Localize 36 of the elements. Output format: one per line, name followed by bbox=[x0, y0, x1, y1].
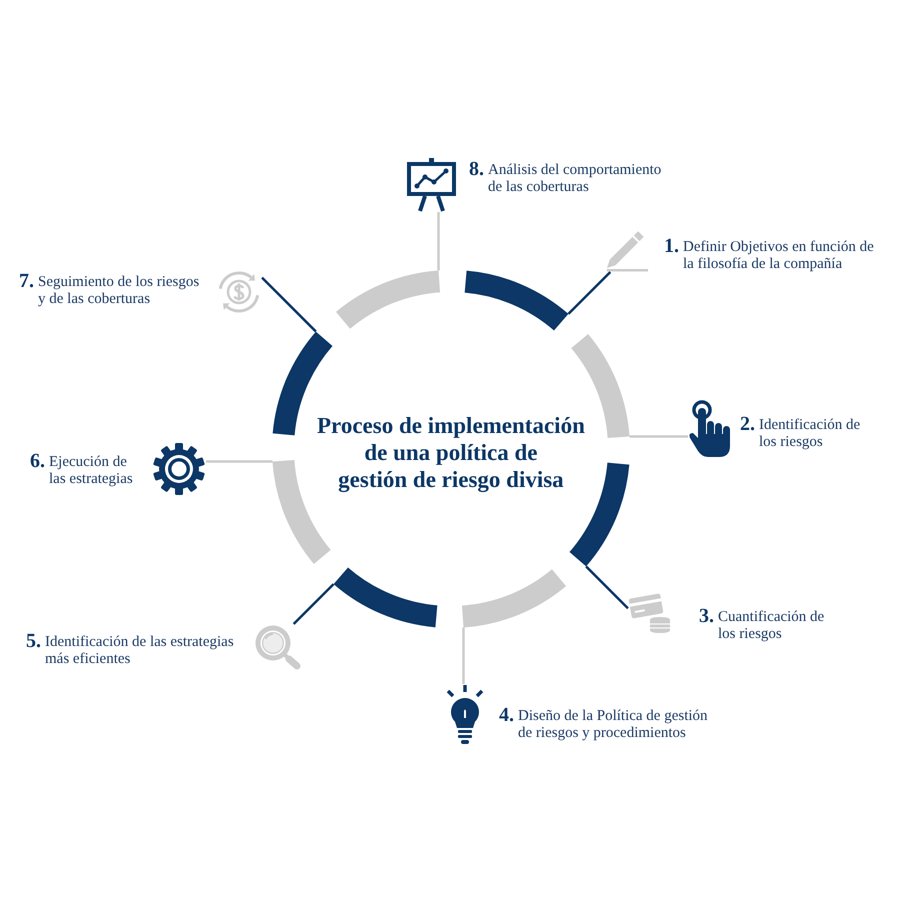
leader-line bbox=[437, 212, 440, 270]
leader-line bbox=[206, 460, 272, 463]
pointing-hand-icon bbox=[688, 400, 732, 458]
ring-segment bbox=[336, 270, 440, 329]
leader-line bbox=[630, 435, 688, 438]
step-text: Ejecución de las estrategias bbox=[49, 454, 133, 488]
gear-icon bbox=[152, 442, 206, 496]
ring-segment bbox=[462, 569, 566, 628]
step-number: 6. bbox=[30, 451, 45, 471]
card-coins-icon bbox=[628, 592, 672, 634]
step-text: Seguimiento de los riesgos y de las coberturas bbox=[38, 274, 200, 308]
leader-line bbox=[462, 628, 465, 684]
step-number: 3. bbox=[699, 606, 714, 626]
ring-segment bbox=[334, 568, 438, 628]
magnifying-glass-icon bbox=[254, 624, 302, 670]
leader-line bbox=[585, 566, 629, 610]
step-text: Identificación de los riesgos bbox=[759, 417, 860, 451]
step-number: 1. bbox=[664, 236, 679, 256]
step-text: Cuantificación de los riesgos bbox=[718, 609, 824, 643]
diagram-title: Proceso de implementación de una política de gestión de riesgo divisa bbox=[317, 412, 585, 492]
leader-line bbox=[568, 271, 612, 315]
ring-segment bbox=[272, 460, 331, 564]
step-number: 8. bbox=[469, 159, 484, 179]
chart-board-icon bbox=[405, 158, 458, 212]
leader-line bbox=[261, 276, 317, 332]
step-number: 2. bbox=[740, 414, 755, 434]
step-text: Diseño de la Política de gestión de riesgos y procedimientos bbox=[518, 708, 708, 742]
step-number: 7. bbox=[19, 271, 34, 291]
ring-segment bbox=[464, 270, 568, 330]
step-text: Identificación de las estrategias más eficientes bbox=[45, 634, 234, 668]
step-text: Definir Objetivos en función de la filosofía de la compañía bbox=[683, 239, 874, 273]
step-number: 4. bbox=[499, 705, 514, 725]
ring-segment bbox=[570, 462, 630, 566]
step-number: 5. bbox=[26, 631, 41, 651]
leader-line bbox=[292, 583, 334, 625]
step-text: Análisis del comportamiento de las coberturas bbox=[488, 162, 662, 196]
